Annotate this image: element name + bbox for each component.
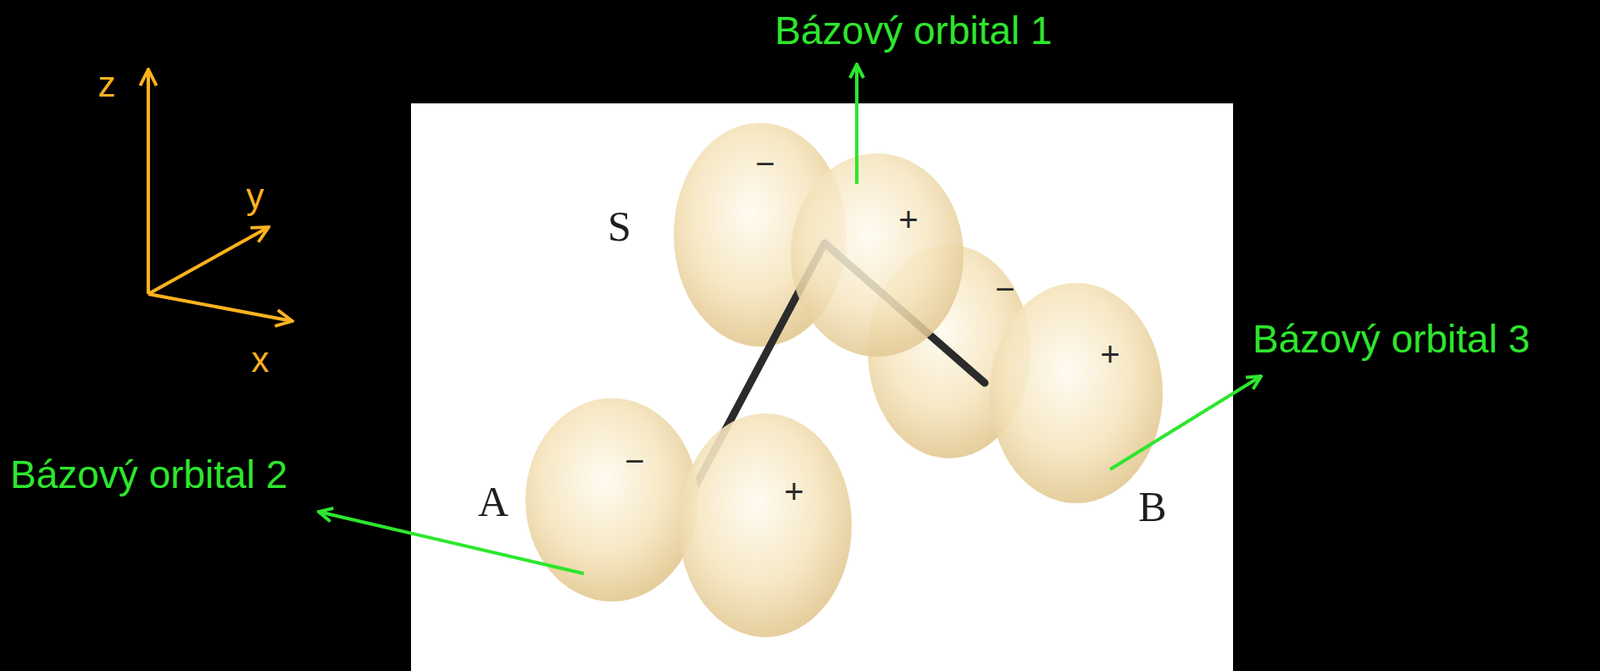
- orbital-lobe: [989, 283, 1163, 504]
- molecule: [525, 122, 1163, 638]
- phase-sign: +: [1100, 337, 1120, 372]
- leader-arrow: [855, 64, 859, 184]
- axis-label: x: [251, 342, 270, 378]
- orbital-label: Bázový orbital 2: [10, 455, 288, 495]
- axes: [148, 69, 293, 322]
- phase-sign: +: [898, 202, 918, 237]
- phase-sign: −: [624, 444, 645, 478]
- atom-label: B: [1138, 485, 1167, 528]
- atom-label: A: [477, 480, 509, 523]
- axis-label: z: [98, 66, 117, 103]
- phase-sign: −: [994, 272, 1015, 306]
- z-axis: [146, 69, 150, 295]
- axis-label: y: [246, 178, 265, 215]
- orbital-label: Bázový orbital 1: [774, 11, 1052, 50]
- leader-arrow: [1110, 376, 1262, 470]
- x-axis: [148, 294, 293, 322]
- leader-arrow: [318, 511, 584, 574]
- phase-sign: −: [755, 146, 775, 181]
- orbital-label: Bázový orbital 3: [1252, 319, 1530, 359]
- leader-arrows: [318, 64, 1262, 574]
- orbital-lobe: [525, 398, 699, 602]
- phase-sign: +: [783, 474, 804, 509]
- orbital-lobe: [790, 153, 964, 357]
- atom-label: S: [607, 205, 632, 248]
- y-axis: [148, 227, 269, 295]
- orbital-lobe: [678, 413, 852, 638]
- figure-panel: [411, 103, 1234, 671]
